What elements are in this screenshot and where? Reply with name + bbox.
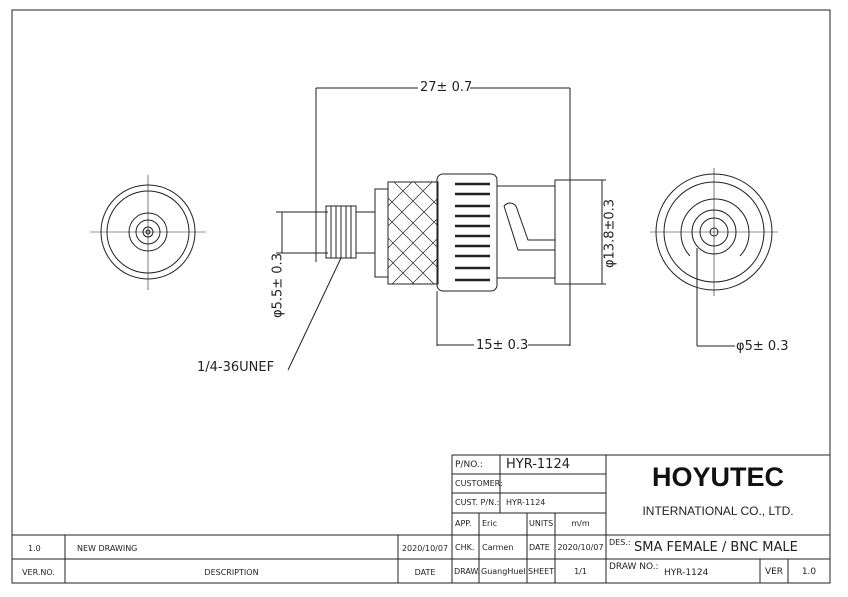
draw-label: DRAW. [454, 567, 480, 576]
pno-value: HYR-1124 [506, 457, 570, 472]
revision-description: NEW DRAWING [77, 544, 138, 553]
app-value: Eric [482, 519, 497, 528]
dim-pin-diameter: φ5± 0.3 [736, 339, 789, 354]
company-subtitle: INTERNATIONAL CO., LTD. [642, 504, 794, 518]
company-logo: HOYUTEC [651, 462, 784, 492]
draw-value: GuangHuel [481, 567, 526, 576]
sheet-label: SHEET [528, 567, 555, 576]
date-label: DATE [529, 543, 550, 552]
units-label: UNITS [529, 519, 554, 528]
app-label: APP. [455, 519, 472, 528]
header-date: DATE [414, 568, 436, 577]
dim-body-length: 15± 0.3 [476, 338, 529, 353]
chk-label: CHK. [455, 543, 475, 552]
title-block-lines [12, 454, 830, 583]
sheet-value: 1/1 [574, 567, 587, 576]
des-value: SMA FEMALE / BNC MALE [634, 540, 798, 555]
cust-pn-value: HYR-1124 [506, 498, 546, 507]
side-view [276, 87, 606, 371]
revision-date: 2020/10/07 [401, 544, 449, 553]
units-value: m/m [571, 519, 590, 528]
sma-end-view [90, 175, 206, 290]
customer-label: CUSTOMER: [455, 479, 503, 488]
pno-label: P/NO.: [455, 460, 483, 470]
revision-ver: 1.0 [28, 544, 41, 553]
chk-value: Carmen [482, 543, 514, 552]
dim-sma-diameter: φ5.5± 0.3 [270, 253, 286, 318]
thread-label: 1/4-36UNEF [197, 360, 275, 375]
dim-overall-length: 27± 0.7 [420, 80, 473, 95]
date-value: 2020/10/07 [557, 543, 604, 552]
cust-pn-label: CUST. P/N.: [455, 498, 500, 507]
header-ver: VER.NO. [22, 568, 55, 577]
dim-bnc-diameter: φ13.8±0.3 [602, 198, 618, 269]
drawno-label: DRAW NO.: [609, 562, 659, 572]
ver-value: 1.0 [801, 567, 817, 577]
des-label: DES.: [609, 538, 631, 547]
header-description: DESCRIPTION [204, 568, 259, 577]
ver-label: VER [764, 567, 784, 577]
bnc-end-view [650, 168, 778, 347]
drawno-value: HYR-1124 [664, 568, 709, 578]
